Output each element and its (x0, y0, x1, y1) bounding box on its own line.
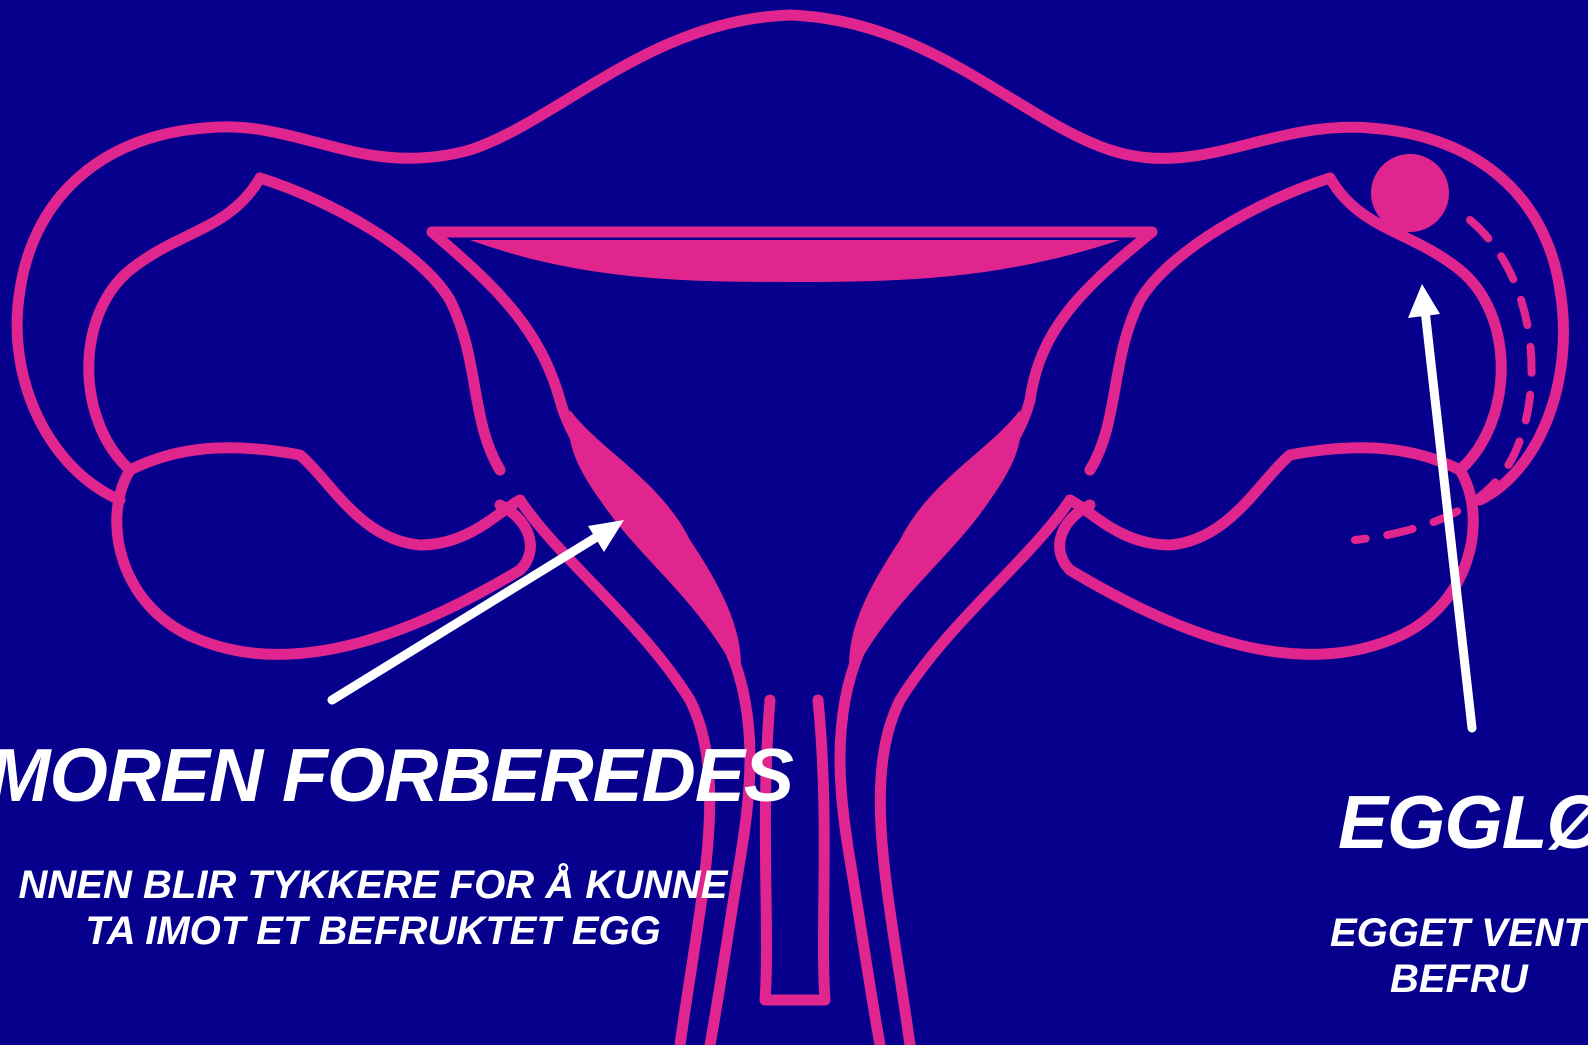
egg-dot-icon (1371, 154, 1449, 232)
left-subtext: NNEN BLIR TYKKERE FOR Å KUNNE TA IMOT ET… (0, 862, 758, 954)
left-ovary (117, 470, 531, 654)
endometrium-right (849, 410, 1021, 680)
right-heading: EGGLØ (1338, 785, 1588, 860)
right-ovary (1060, 470, 1474, 654)
right-subtext-line2: BEFRU (1330, 956, 1588, 1002)
right-subtext: EGGET VENT BEFRU (1330, 910, 1588, 1002)
left-tube-upper (260, 178, 500, 470)
endometrium-top (470, 240, 1120, 282)
left-arrow-shaft (332, 535, 600, 700)
right-arrow-head (1408, 284, 1440, 318)
endometrium-left (569, 410, 741, 680)
right-subtext-line1: EGGET VENT (1330, 910, 1588, 956)
right-tube-upper (1090, 178, 1330, 470)
left-heading: MOREN FORBEREDES (0, 738, 793, 813)
